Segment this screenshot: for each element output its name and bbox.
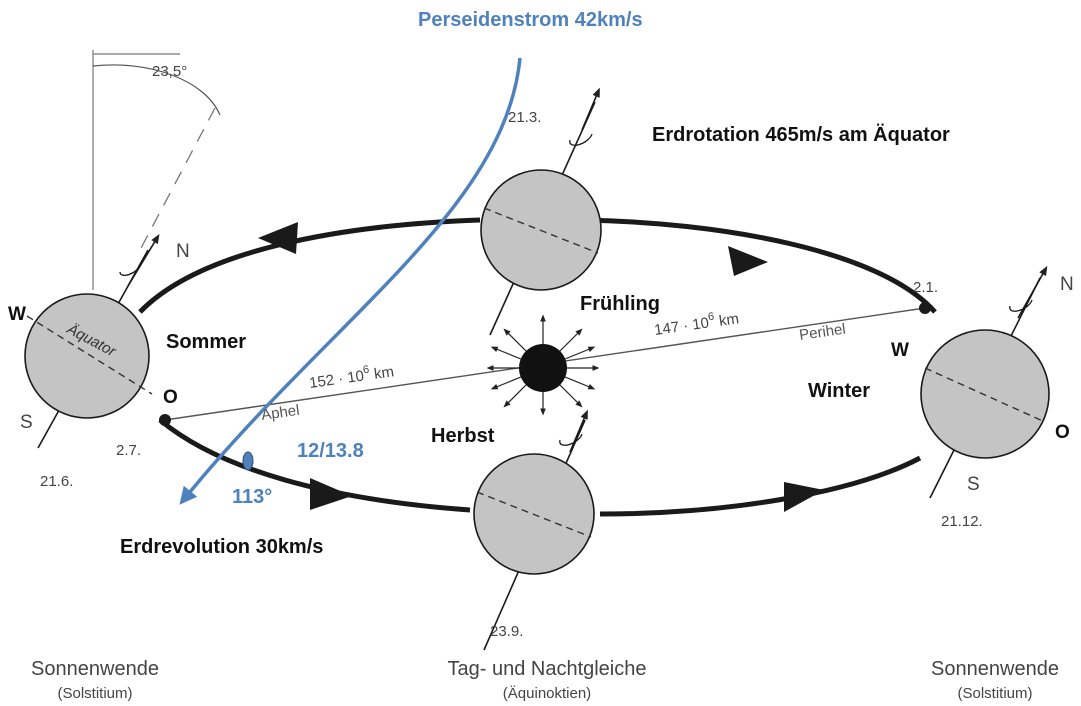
ratio-label: 12/13.8 xyxy=(297,440,364,462)
orbit-arrow-bottom-right xyxy=(784,482,824,512)
aphelion-distance: 152 · 106 km xyxy=(308,360,395,392)
earth-spring-globe xyxy=(480,87,602,336)
perihelion-label: Perihel xyxy=(798,321,847,344)
date-perihelion: 2.1. xyxy=(913,279,938,296)
direction-south-summer: S xyxy=(20,412,33,433)
aphelion-point xyxy=(159,414,171,426)
perihelion-unit: km xyxy=(718,310,740,330)
bottom-left-title: Sonnenwende xyxy=(31,658,159,680)
earth-winter-globe xyxy=(920,265,1050,499)
season-winter: Winter xyxy=(808,380,870,402)
bottom-right-title: Sonnenwende xyxy=(931,658,1059,680)
direction-north-winter: N xyxy=(1060,274,1074,295)
direction-north-summer: N xyxy=(176,241,190,262)
angle-label: 113° xyxy=(232,486,272,508)
perihelion-distance-value: 147 · 10 xyxy=(653,314,710,338)
date-winter-solstice: 21.12. xyxy=(941,513,983,530)
bottom-right-subtitle: (Solstitium) xyxy=(957,685,1032,702)
axial-tilt-label: 23,5° xyxy=(152,63,187,80)
season-spring: Frühling xyxy=(580,293,660,315)
direction-east-summer: O xyxy=(163,387,178,408)
earth-rotation-label: Erdrotation 465m/s am Äquator xyxy=(652,123,950,146)
earth-autumn-globe xyxy=(473,409,595,651)
tilt-reference: 23,5° xyxy=(92,50,221,290)
date-aphelion: 2.7. xyxy=(116,442,141,459)
bottom-left-subtitle: (Solstitium) xyxy=(57,685,132,702)
orbit-path xyxy=(138,217,937,517)
svg-text:152 · 106 km: 152 · 106 km xyxy=(308,360,395,392)
season-autumn: Herbst xyxy=(431,425,495,447)
perihelion-distance: 147 · 106 km xyxy=(653,307,740,339)
aphelion-exponent: 6 xyxy=(362,364,370,377)
orbit-arrow-top-right xyxy=(728,246,768,276)
perseid-stream-label: Perseidenstrom 42km/s xyxy=(418,9,643,31)
bottom-center-subtitle: (Äquinoktien) xyxy=(503,685,591,702)
aphelion-distance-value: 152 · 10 xyxy=(308,367,365,391)
date-autumn-equinox: 23.9. xyxy=(490,623,523,640)
perihelion-exponent: 6 xyxy=(707,311,715,324)
direction-east-winter: O xyxy=(1055,422,1070,443)
season-summer: Sommer xyxy=(166,331,246,353)
aphelion-label: Aphel xyxy=(260,402,300,424)
date-spring-equinox: 21.3. xyxy=(508,109,541,126)
earth-summer-globe xyxy=(24,233,160,449)
svg-text:147 · 106 km: 147 · 106 km xyxy=(653,307,740,339)
direction-west-winter: W xyxy=(891,340,909,361)
earth-position-marker xyxy=(242,451,254,471)
sun-icon xyxy=(486,314,600,416)
perihelion-point xyxy=(919,302,931,314)
orbit-arrow-top-left xyxy=(258,222,298,254)
direction-west-summer: W xyxy=(8,304,26,325)
bottom-center-title: Tag- und Nachtgleiche xyxy=(447,658,646,680)
perseid-stream-path xyxy=(179,57,522,505)
date-summer-solstice: 21.6. xyxy=(40,473,73,490)
direction-south-winter: S xyxy=(967,474,980,495)
earth-revolution-label: Erdrevolution 30km/s xyxy=(120,536,323,558)
orbit-arrow-bottom-left xyxy=(310,478,352,510)
aphelion-unit: km xyxy=(373,363,395,383)
